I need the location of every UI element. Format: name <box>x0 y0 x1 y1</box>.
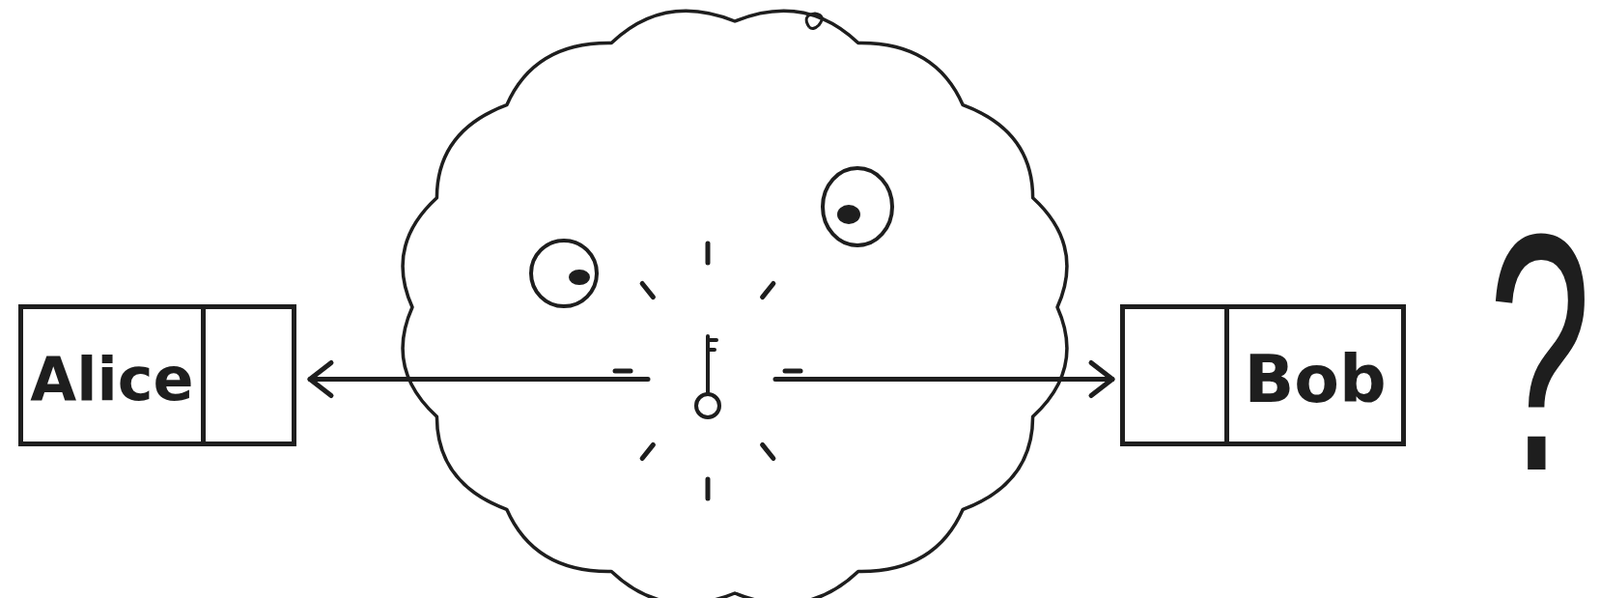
box-divider <box>1224 308 1230 442</box>
question-mark: ? <box>1487 183 1592 522</box>
split-box: Alice <box>18 304 297 447</box>
eye <box>531 240 597 307</box>
split-box: Bob <box>1120 304 1406 447</box>
cloud-curl <box>806 13 822 29</box>
box-label: Bob <box>1243 346 1386 413</box>
box-label: Alice <box>29 349 194 410</box>
box-divider <box>200 308 206 442</box>
tick-marks <box>615 243 801 499</box>
cloud-outline <box>402 10 1067 598</box>
pupil <box>568 269 590 285</box>
arrow-connector <box>309 363 1113 396</box>
eye <box>822 168 893 246</box>
key-symbol <box>696 336 720 418</box>
pupil <box>837 204 861 225</box>
